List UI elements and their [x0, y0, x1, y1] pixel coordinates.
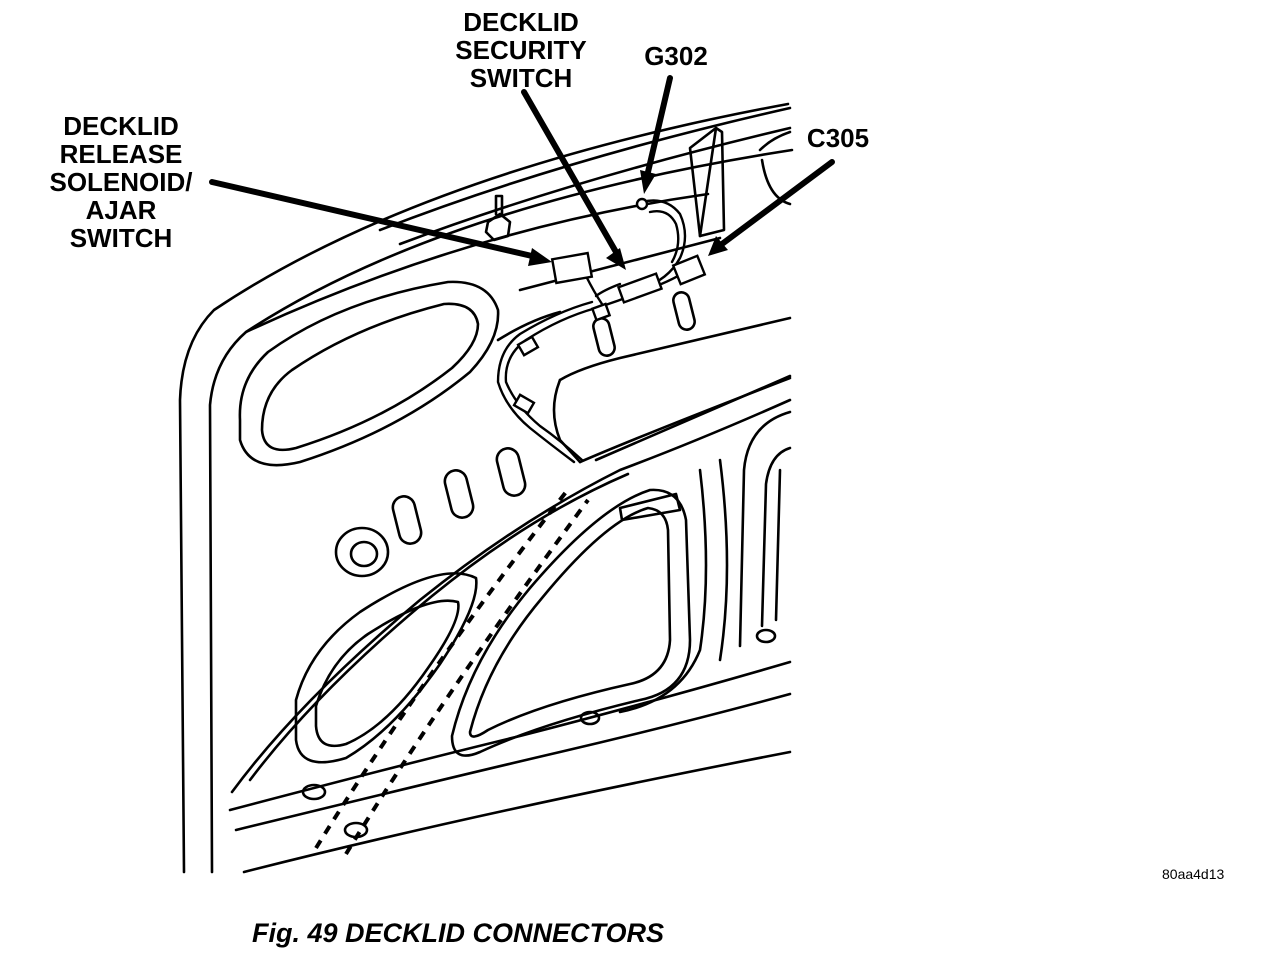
- hinge-bracket: [688, 126, 726, 238]
- security-switch-label: DECKLID SECURITY SWITCH: [455, 7, 587, 93]
- g302-label: G302: [644, 41, 708, 71]
- leader-release-solenoid: [209, 179, 535, 259]
- lower-left-cutout: [294, 572, 478, 764]
- security-switch-connector: [616, 272, 664, 304]
- leader-security-switch: [521, 89, 619, 255]
- grommet: [334, 526, 390, 578]
- release-solenoid-connector: [550, 251, 594, 285]
- decklid-inner-edge: [208, 148, 794, 874]
- inner-panel-upper: [238, 280, 500, 467]
- leader-c305: [719, 159, 835, 247]
- g302-ground-terminal: [635, 197, 649, 211]
- decklid-outer-edge: [178, 102, 790, 874]
- release-solenoid-label: DECKLID RELEASE SOLENOID/ AJAR SWITCH: [49, 111, 193, 253]
- image-reference-code: 80aa4d13: [1162, 866, 1225, 882]
- right-cutout: [738, 410, 792, 648]
- figure-caption: Fig. 49 DECKLID CONNECTORS: [252, 918, 665, 948]
- bolt-icon: [484, 194, 512, 242]
- c305-connector: [671, 254, 707, 286]
- leader-g302: [645, 75, 673, 175]
- c305-label: C305: [806, 123, 870, 153]
- reinforcement-rail: [558, 316, 792, 382]
- lower-middle-cutout: [450, 488, 692, 757]
